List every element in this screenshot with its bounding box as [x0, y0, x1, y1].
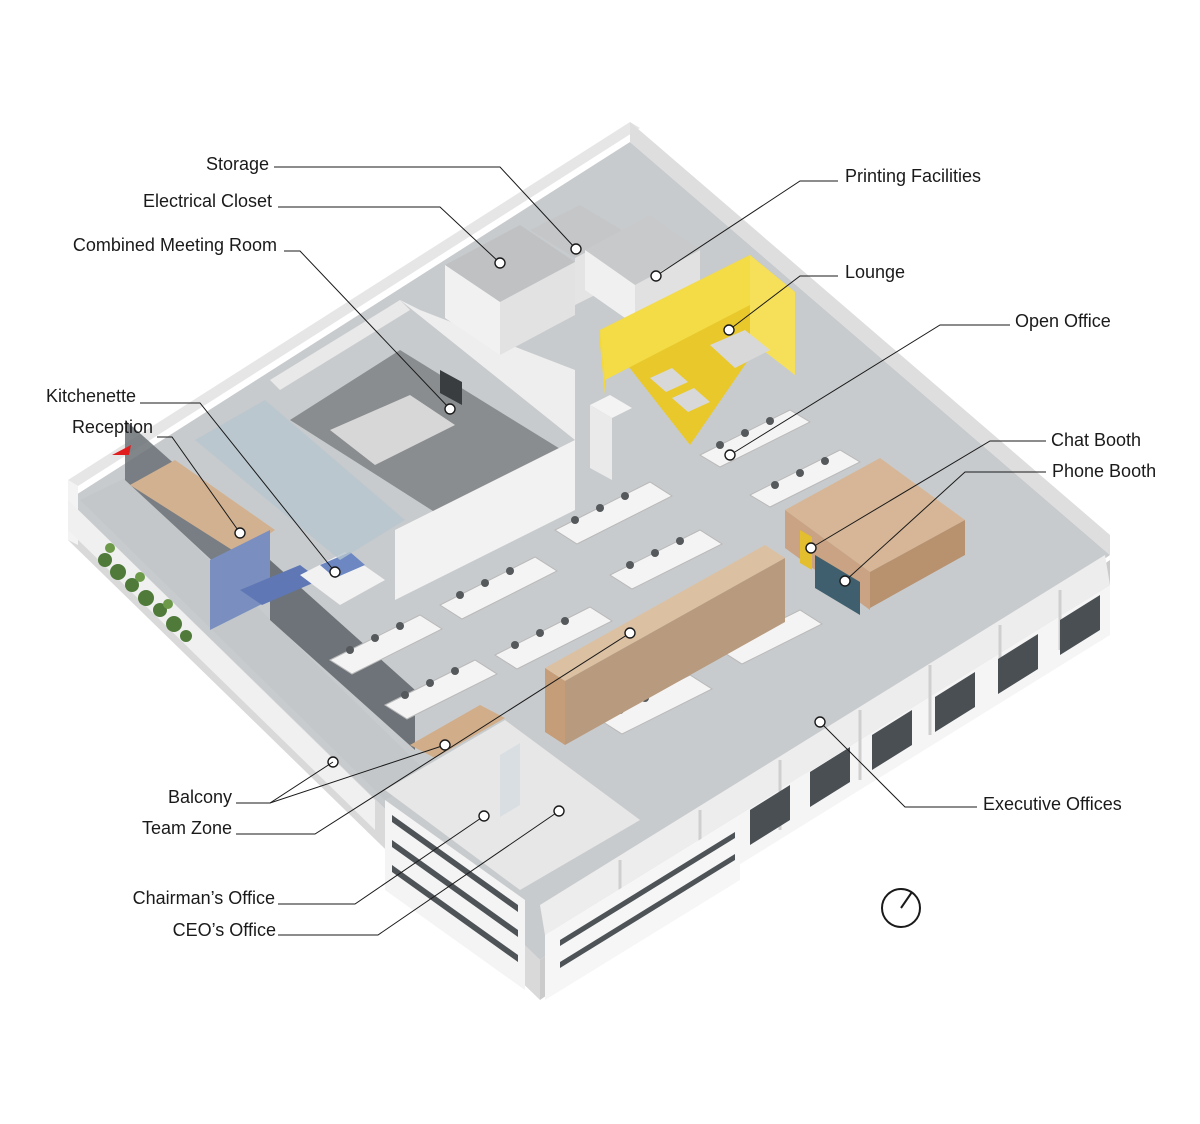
- electrical-closet-right: [500, 262, 575, 355]
- meeting-screen: [440, 370, 462, 405]
- timber-wall-front: [545, 668, 565, 745]
- storage-marker: [570, 243, 582, 255]
- balcony-leader: [236, 761, 334, 804]
- phone-booth-glass: [815, 555, 860, 615]
- electrical-closet-left: [445, 265, 500, 355]
- meeting-room-marker: [444, 403, 456, 415]
- label-balcony: Balcony: [168, 787, 232, 807]
- storage-top: [530, 205, 625, 258]
- timber-wall-side: [565, 558, 785, 745]
- front-office-partition: [500, 743, 520, 817]
- balcony-parapet: [68, 500, 375, 830]
- printing-marker: [650, 270, 662, 282]
- lounge-left-wall: [600, 330, 605, 395]
- executive-offices-marker: [814, 716, 826, 728]
- planting: [98, 543, 192, 642]
- label-phone-booth: Phone Booth: [1052, 461, 1156, 481]
- booth-right-face: [870, 520, 965, 608]
- lounge-marker: [723, 324, 735, 336]
- printing-top: [585, 215, 700, 285]
- electrical-closet-top: [445, 225, 575, 302]
- label-chairmans-office: Chairman’s Office: [133, 888, 275, 908]
- booth-roof: [785, 458, 965, 572]
- team-zone-bench: [410, 705, 505, 758]
- column-face: [590, 405, 612, 480]
- label-kitchenette: Kitchenette: [46, 386, 136, 406]
- rear-left-wall: [68, 122, 640, 486]
- open-office-marker: [724, 449, 736, 461]
- front-offices: [385, 720, 740, 1000]
- lounge-back-wall: [600, 255, 750, 380]
- exec-windows: [750, 595, 1100, 845]
- reception-marker: [234, 527, 246, 539]
- timber-wall-top: [545, 545, 785, 681]
- team-zone-marker: [439, 739, 451, 751]
- ceo-louvres: [560, 832, 735, 968]
- meeting-table: [330, 395, 455, 465]
- service-core: [445, 205, 700, 480]
- booths: [785, 458, 965, 615]
- exec-roof-band: [540, 555, 1110, 935]
- column: [590, 395, 632, 418]
- ceos-office-marker: [553, 805, 565, 817]
- team-zone-wall-marker: [624, 627, 636, 639]
- meeting-room-left-wall: [270, 300, 410, 390]
- label-electrical-closet: Electrical Closet: [143, 191, 272, 211]
- meeting-glass-canopy: [195, 400, 405, 560]
- team-zone: [410, 545, 785, 758]
- balcony-floor: [80, 478, 430, 800]
- meeting-room-front-wall: [395, 440, 575, 600]
- leader-lines: [140, 166, 1046, 936]
- chat-booth-marker: [805, 542, 817, 554]
- label-open-office: Open Office: [1015, 311, 1111, 331]
- label-storage: Storage: [206, 154, 269, 174]
- rear-right-wall: [630, 122, 1110, 555]
- phone-booth-marker: [839, 575, 851, 587]
- label-printing-facilities: Printing Facilities: [845, 166, 981, 186]
- label-executive-offices: Executive Offices: [983, 794, 1122, 814]
- label-team-zone: Team Zone: [142, 818, 232, 838]
- north-arrow-icon: [881, 888, 921, 928]
- meeting-room: [195, 300, 575, 600]
- front-office-louvres: [392, 815, 518, 962]
- label-ceos-office: CEO’s Office: [173, 920, 276, 940]
- lounge: [600, 255, 795, 445]
- room-labels: Storage Electrical Closet Combined Meeti…: [46, 154, 1156, 940]
- red-triangle-icon: [112, 445, 131, 455]
- meeting-room-back-wall: [400, 300, 575, 440]
- leader-dots: [234, 243, 851, 822]
- label-chat-booth: Chat Booth: [1051, 430, 1141, 450]
- label-reception: Reception: [72, 417, 153, 437]
- front-office-facade: [385, 800, 525, 990]
- electrical-closet-marker: [494, 257, 506, 269]
- label-lounge: Lounge: [845, 262, 905, 282]
- kitchenette-marker: [329, 566, 341, 578]
- printing-left: [585, 250, 635, 325]
- chairmans-office-marker: [478, 810, 490, 822]
- reception-blue-wall: [210, 530, 270, 630]
- label-combined-meeting-room: Combined Meeting Room: [73, 235, 277, 255]
- lounge-furniture: [650, 330, 770, 412]
